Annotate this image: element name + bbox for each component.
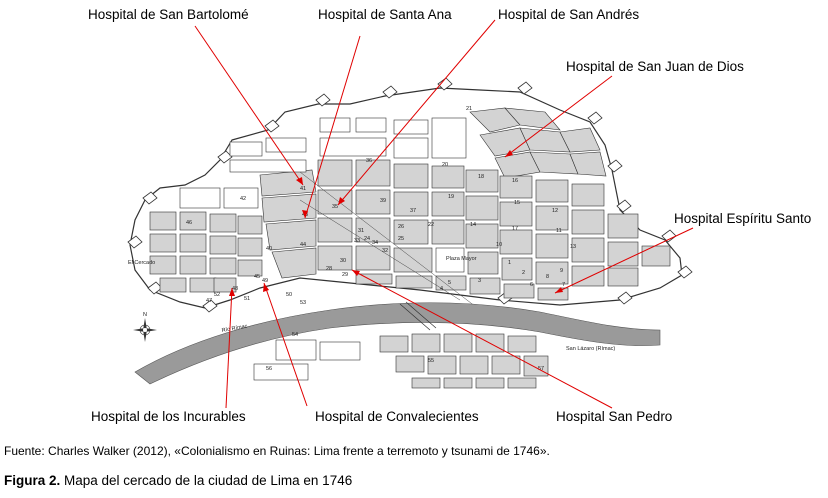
source-note: Fuente: Charles Walker (2012), «Colonial… (4, 444, 550, 458)
block-number-34: 34 (372, 240, 378, 246)
el-cercado-label: El Cercado (128, 260, 155, 266)
block-number-42: 42 (240, 196, 246, 202)
label-espiritu-santo: Hospital Espíritu Santo (674, 211, 811, 226)
label-convalecientes: Hospital de Convalecientes (315, 409, 479, 424)
compass-rose: N (133, 312, 157, 342)
pointer-arrows (194, 19, 694, 409)
block-number-21: 21 (466, 106, 472, 112)
block-number-11: 11 (556, 228, 562, 234)
block-number-55: 55 (428, 358, 434, 364)
block-number-45: 45 (254, 274, 260, 280)
label-san-juan-de-dios: Hospital de San Juan de Dios (566, 59, 744, 74)
hospital-labels: Hospital de San Bartolomé Hospital de Sa… (88, 7, 811, 424)
block-number-17: 17 (512, 226, 518, 232)
block-number-35: 35 (332, 204, 338, 210)
block-number-3: 3 (478, 278, 481, 284)
block-number-22: 22 (428, 222, 434, 228)
arrow-san-pedro (351, 269, 613, 409)
block-number-39: 39 (380, 198, 386, 204)
figure-caption: Figura 2. Mapa del cercado de la ciudad … (4, 473, 352, 488)
block-numbers: 2136201816414243353919371540462631342532… (186, 106, 576, 372)
river-label: Río Rímac (221, 324, 248, 334)
arrowhead-santa-ana (302, 210, 308, 218)
arrowhead-incurables (229, 288, 235, 296)
block-number-47: 47 (206, 298, 212, 304)
compass-north: N (143, 312, 147, 318)
block-number-7: 7 (562, 282, 565, 288)
san-lazaro-label: San Lázaro (Rímac) (566, 346, 615, 352)
arrow-espiritu-santo (554, 227, 694, 294)
block-number-36: 36 (366, 158, 372, 164)
block-number-56: 56 (266, 366, 272, 372)
label-incurables: Hospital de los Incurables (91, 409, 246, 424)
arrowhead-convalecientes (263, 283, 269, 292)
block-number-29: 29 (342, 272, 348, 278)
block-number-50: 50 (286, 292, 292, 298)
rio-rimac: Río Rímac San Lázaro (Rímac) (134, 301, 661, 385)
block-number-26: 26 (398, 224, 404, 230)
arrow-san-juan-de-dios (504, 75, 613, 158)
arrowhead-san-pedro (352, 270, 360, 276)
block-number-16: 16 (512, 178, 518, 184)
block-number-8: 8 (546, 274, 549, 280)
block-number-57: 57 (538, 366, 544, 372)
block-number-54: 54 (292, 332, 298, 338)
figure-caption-text: Mapa del cercado de la ciudad de Lima en… (60, 473, 353, 488)
label-santa-ana: Hospital de Santa Ana (318, 7, 452, 22)
block-number-31: 31 (358, 228, 364, 234)
block-number-52: 52 (214, 292, 220, 298)
block-number-30: 30 (340, 258, 346, 264)
block-number-2: 2 (522, 270, 525, 276)
block-number-40: 40 (266, 246, 272, 252)
block-number-20: 20 (442, 162, 448, 168)
arrow-convalecientes (263, 282, 308, 407)
block-number-32: 32 (382, 248, 388, 254)
block-number-33: 33 (354, 238, 360, 244)
block-number-15: 15 (514, 200, 520, 206)
block-number-9: 9 (560, 268, 563, 274)
lima-map: Río Rímac San Lázaro (Rímac) El Cercado … (88, 7, 811, 424)
block-number-19: 19 (448, 194, 454, 200)
arrowhead-san-bartolome (296, 177, 303, 185)
arrowhead-espiritu-santo (555, 287, 563, 293)
block-number-12: 12 (552, 208, 558, 214)
city-blocks (149, 107, 671, 389)
block-number-37: 37 (410, 208, 416, 214)
block-number-6: 6 (530, 282, 533, 288)
label-san-pedro: Hospital San Pedro (556, 409, 672, 424)
arrow-santa-ana (304, 35, 361, 219)
block-number-5: 5 (448, 280, 451, 286)
arrowhead-san-juan-de-dios (505, 150, 513, 157)
block-number-51: 51 (244, 296, 250, 302)
block-number-10: 10 (496, 242, 502, 248)
arrow-san-bartolome (194, 25, 304, 186)
label-san-bartolome: Hospital de San Bartolomé (88, 7, 249, 22)
block-number-46: 46 (186, 220, 192, 226)
block-number-25: 25 (398, 236, 404, 242)
block-number-48: 48 (232, 286, 238, 292)
label-san-andres: Hospital de San Andrés (498, 7, 639, 22)
block-number-24: 24 (364, 236, 370, 242)
plaza-mayor-label: Plaza Mayor (446, 256, 477, 262)
block-number-14: 14 (470, 222, 476, 228)
block-number-28: 28 (326, 266, 332, 272)
block-number-18: 18 (478, 174, 484, 180)
block-number-44: 44 (300, 242, 306, 248)
arrow-san-andres (337, 19, 496, 206)
block-number-1: 1 (508, 260, 511, 266)
block-number-49: 49 (262, 278, 268, 284)
block-number-4: 4 (440, 286, 443, 292)
block-number-41: 41 (300, 186, 306, 192)
block-number-13: 13 (570, 244, 576, 250)
arrowhead-san-andres (338, 197, 345, 205)
arrow-incurables (225, 287, 233, 409)
figure-caption-label: Figura 2. (4, 473, 61, 488)
block-number-53: 53 (300, 300, 306, 306)
